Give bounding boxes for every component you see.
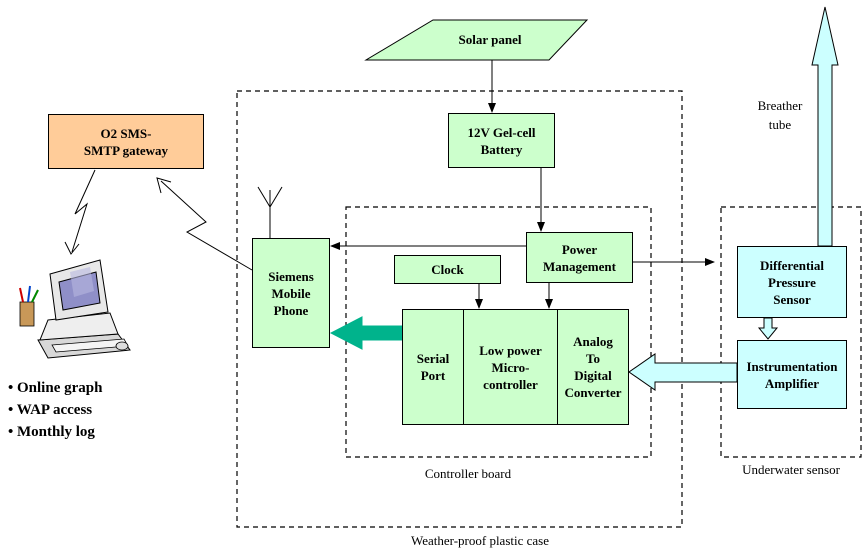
- antenna-icon: [257, 186, 283, 239]
- feature-monthly-log: • Monthly log: [8, 424, 95, 440]
- clock-label: Clock: [431, 262, 464, 277]
- phone-line-1: Siemens: [268, 268, 314, 284]
- mcu-line-2: Micro-: [491, 359, 530, 375]
- underwater-sensor-label: Underwater sensor: [742, 462, 840, 477]
- phone-line-3: Phone: [273, 302, 309, 318]
- solar-panel-label: Solar panel: [458, 32, 522, 47]
- gateway-box: O2 SMS- SMTP gateway: [48, 114, 204, 169]
- sensor-line-2: Pressure: [768, 274, 816, 290]
- mcu-line-1: Low power: [479, 342, 542, 358]
- amplifier-box: Instrumentation Amplifier: [737, 340, 847, 409]
- computer-icon: [19, 259, 131, 359]
- battery-box: 12V Gel-cell Battery: [448, 113, 555, 168]
- phone-line-2: Mobile: [271, 285, 311, 301]
- sensor-line-1: Differential: [759, 257, 825, 273]
- controller-board-label: Controller board: [424, 466, 512, 481]
- serial-line-2: Port: [420, 368, 446, 383]
- feature-online-graph: • Online graph: [8, 380, 103, 396]
- microcontroller-box: Low power Micro- controller: [463, 309, 558, 425]
- battery-line-2: Battery: [480, 141, 523, 157]
- adc-line-2: To: [586, 351, 600, 366]
- sensor-to-amplifier-arrow: [757, 317, 779, 340]
- adc-line-4: Converter: [564, 385, 622, 400]
- amplifier-line-1: Instrumentation: [746, 358, 838, 374]
- adc-line-3: Digital: [574, 368, 612, 383]
- sensor-line-3: Sensor: [773, 291, 811, 307]
- adc-line-1: Analog: [573, 334, 613, 349]
- breather-tube-label: Breather tube: [744, 96, 816, 134]
- solar-panel-shape: [364, 19, 589, 61]
- feature-wap-access: • WAP access: [8, 402, 93, 418]
- serial-to-phone-arrow: [329, 316, 403, 350]
- serial-line-1: Serial: [416, 351, 450, 366]
- battery-line-1: 12V Gel-cell: [467, 124, 536, 140]
- power-management-box: Power Management: [526, 232, 633, 283]
- gateway-to-computer-arrowhead: [64, 241, 80, 255]
- power-line-1: Power: [561, 241, 598, 257]
- phone-box: Siemens Mobile Phone: [252, 238, 330, 348]
- power-line-2: Management: [543, 258, 616, 274]
- gateway-line-1: O2 SMS-: [100, 125, 152, 141]
- serial-port-box: Serial Port: [402, 309, 464, 425]
- lightning-link-icon: [160, 180, 253, 271]
- underwater-sensor-outline: [720, 206, 862, 458]
- case-outline: [236, 90, 683, 528]
- clock-box: Clock: [394, 255, 501, 284]
- adc-box: Analog To Digital Converter: [557, 309, 629, 425]
- lightning-link-arrowhead: [156, 177, 172, 194]
- amplifier-line-2: Amplifier: [764, 375, 820, 391]
- breather-line-1: Breather: [757, 98, 803, 113]
- gateway-line-2: SMTP gateway: [83, 142, 169, 158]
- case-label: Weather-proof plastic case: [410, 533, 549, 548]
- gateway-to-computer-link: [71, 169, 96, 253]
- mcu-line-3: controller: [483, 376, 538, 392]
- breather-line-2: tube: [768, 117, 792, 132]
- pressure-sensor-box: Differential Pressure Sensor: [737, 246, 847, 318]
- breather-tube-arrow: [811, 6, 839, 247]
- amplifier-to-adc-arrow: [628, 353, 738, 391]
